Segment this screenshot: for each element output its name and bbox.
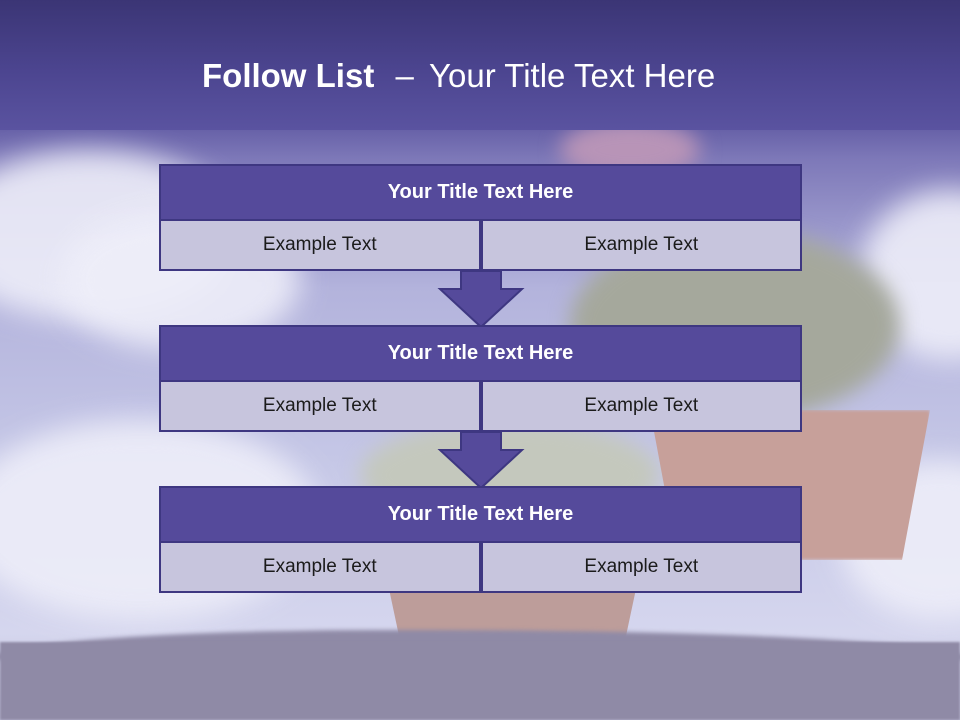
step-row: Example Text Example Text (159, 382, 802, 432)
step-row: Example Text Example Text (159, 221, 802, 271)
step-title: Your Title Text Here (159, 325, 802, 382)
step-box-3: Your Title Text Here Example Text Exampl… (159, 486, 802, 593)
step-cell-left: Example Text (159, 543, 481, 593)
step-cell-right: Example Text (480, 221, 802, 271)
title-bold: Follow List (202, 57, 375, 94)
soil (0, 642, 960, 720)
step-cell-right: Example Text (480, 382, 802, 432)
title-rest: Your Title Text Here (429, 57, 716, 94)
title-band (0, 0, 960, 130)
title-dash: – (395, 57, 414, 94)
down-arrow-icon (437, 432, 525, 490)
step-cell-left: Example Text (159, 221, 481, 271)
step-cell-left: Example Text (159, 382, 481, 432)
step-box-1: Your Title Text Here Example Text Exampl… (159, 164, 802, 271)
step-title: Your Title Text Here (159, 164, 802, 221)
step-row: Example Text Example Text (159, 543, 802, 593)
step-box-2: Your Title Text Here Example Text Exampl… (159, 325, 802, 432)
page-title: Follow List – Your Title Text Here (202, 56, 715, 96)
step-title: Your Title Text Here (159, 486, 802, 543)
down-arrow-icon (437, 271, 525, 329)
step-cell-right: Example Text (480, 543, 802, 593)
